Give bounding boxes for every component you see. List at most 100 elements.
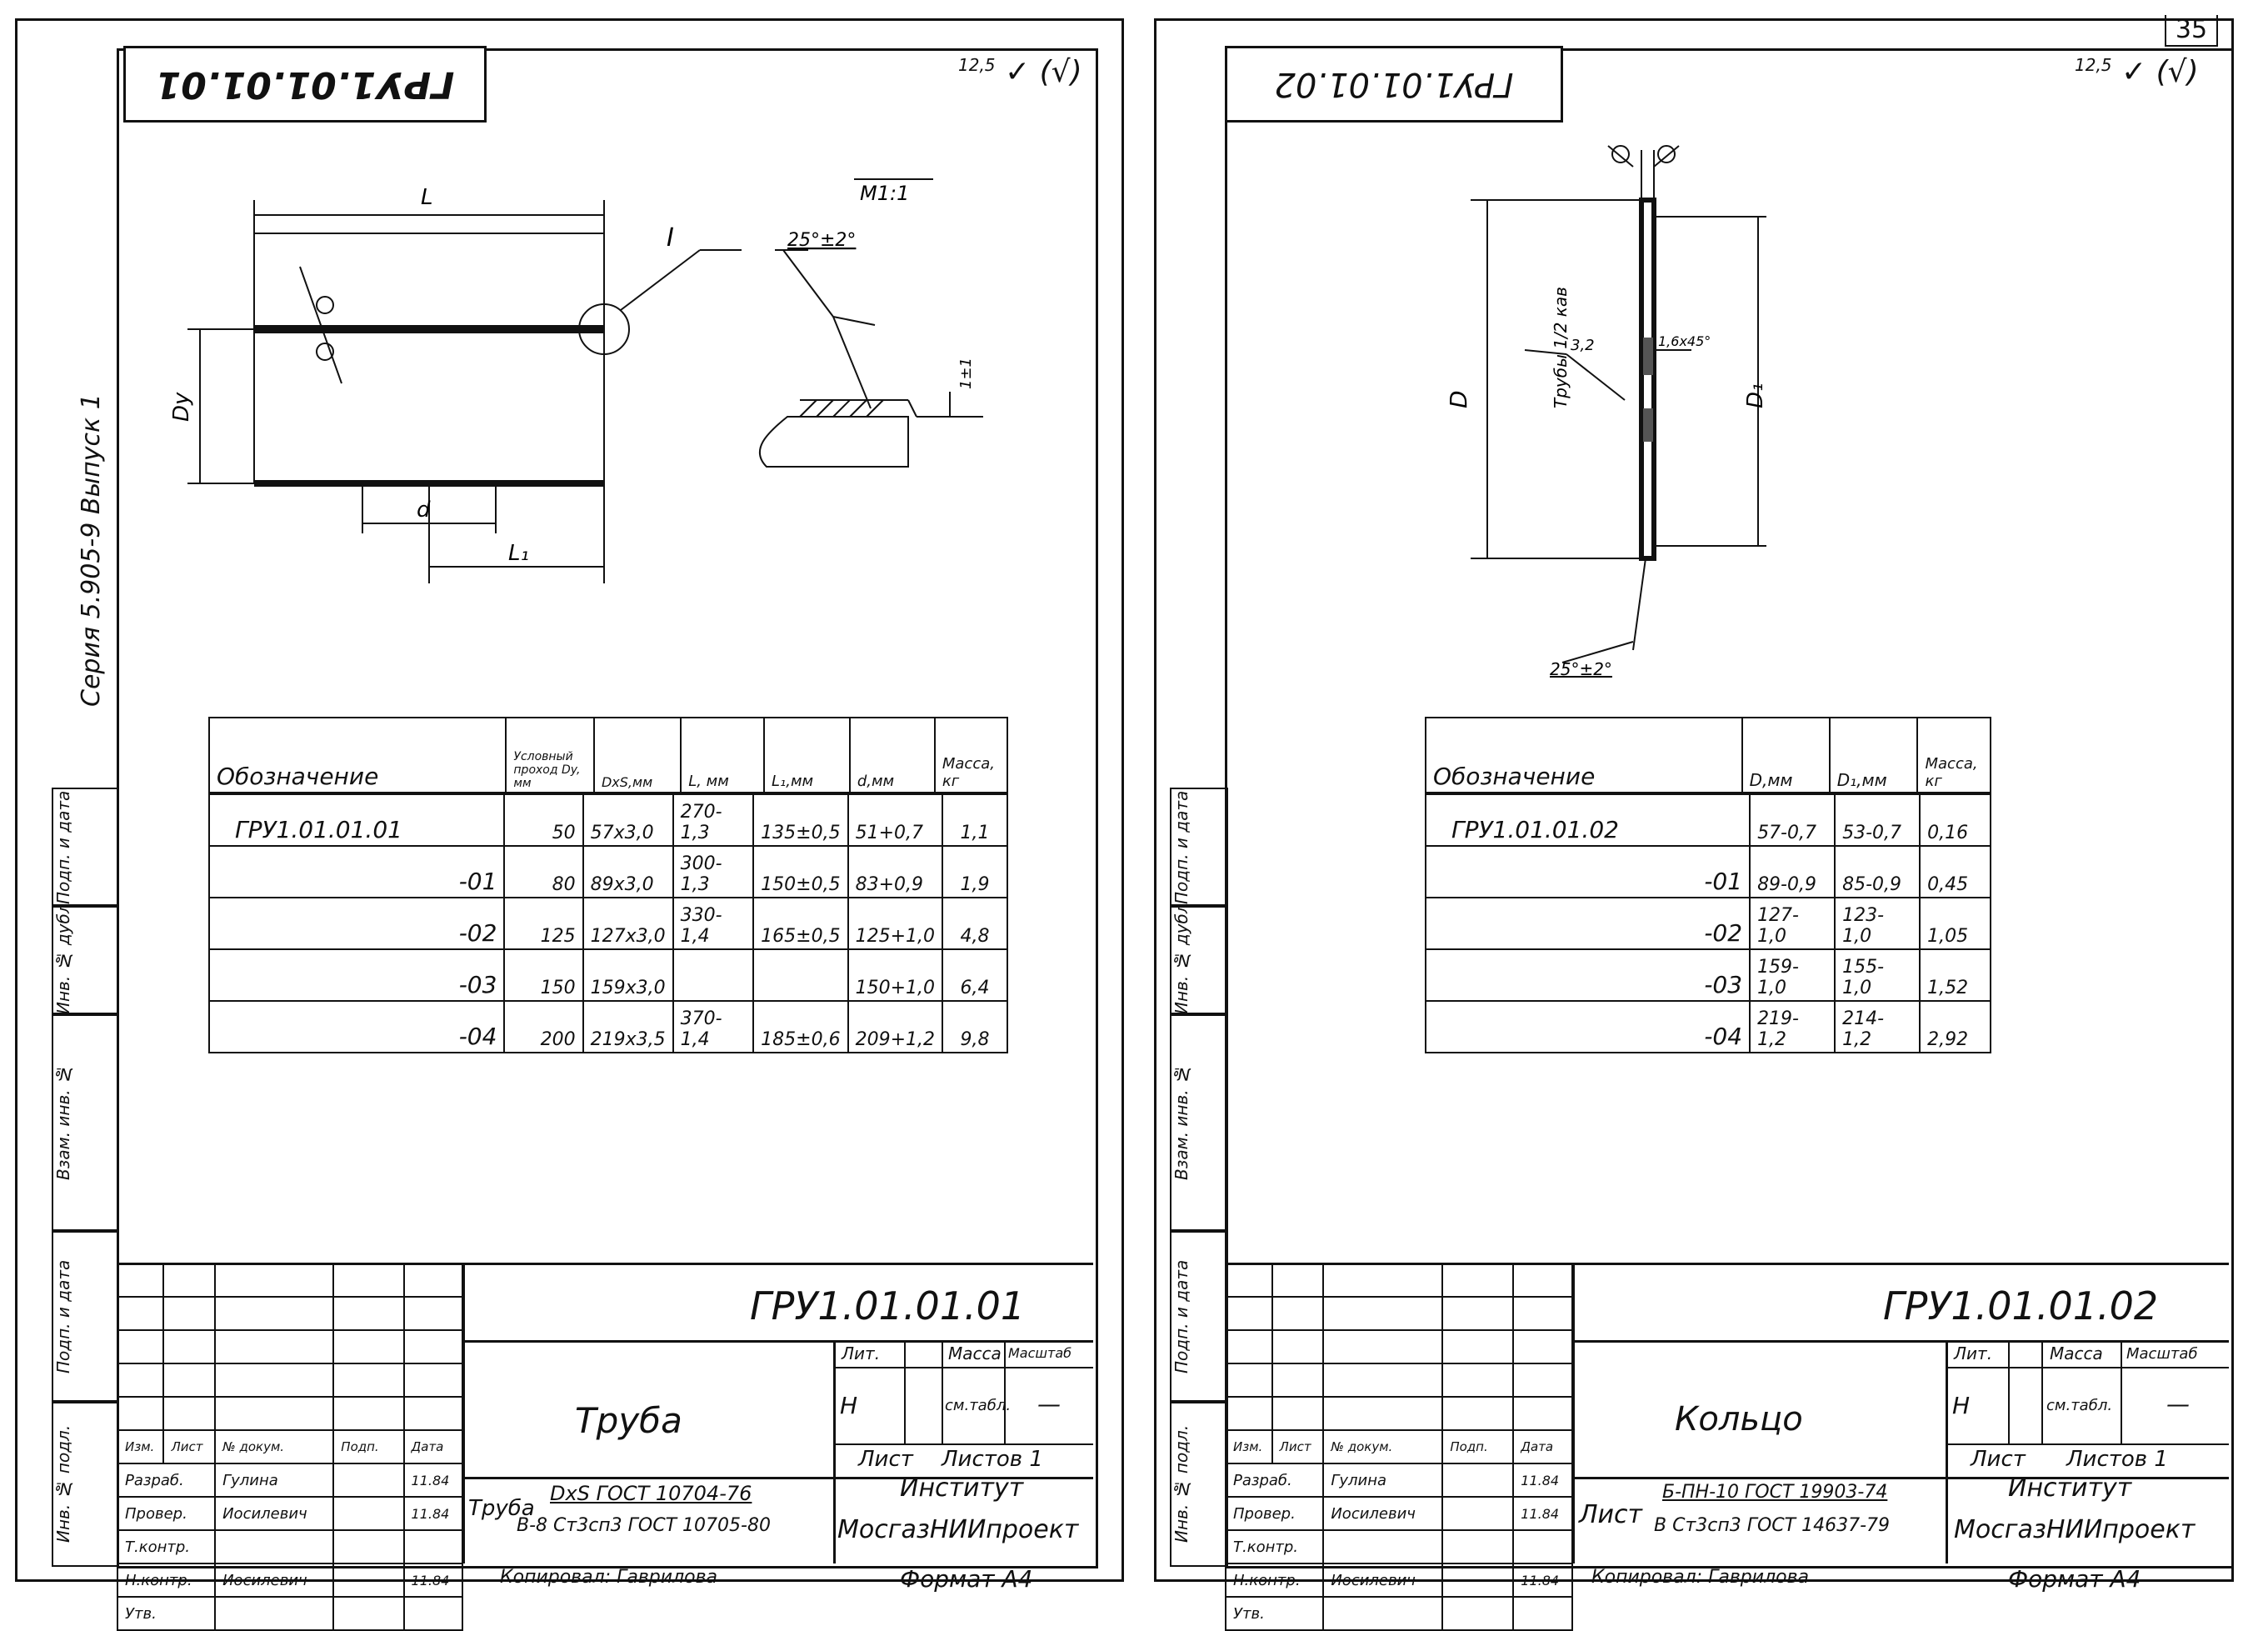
dim-d: d (417, 498, 431, 523)
table-cell: 125+1,0 (847, 897, 944, 950)
dim-L: L (421, 185, 433, 210)
role-cell: Утв. (1224, 1596, 1325, 1631)
signature-blank-row (116, 1263, 464, 1298)
signature-blank-row (1225, 1296, 1573, 1331)
signature-cell (1271, 1296, 1325, 1331)
col-header: Масса, кг (1916, 717, 1991, 793)
designation-cell: -03 (1424, 948, 1751, 1002)
person-cell (214, 1596, 335, 1631)
designation-cell: -04 (1424, 1000, 1751, 1053)
signature-cell (1512, 1263, 1573, 1298)
signature-cell (1512, 1329, 1573, 1364)
left-spec-table: Обозначение Условный проход Dy, мм DxS,м… (207, 717, 1009, 793)
dim-D: D (1445, 390, 1472, 408)
designation-cell: ГРУ1.01.01.01 (207, 793, 506, 847)
signature-cell (402, 1263, 464, 1298)
table-cell: 300-1,3 (672, 845, 755, 898)
ring-section (1639, 198, 1656, 561)
signature-cell (332, 1263, 405, 1298)
signature-header-cell: Изм. (116, 1429, 165, 1464)
sign-cell (332, 1596, 405, 1631)
callout-I: I (667, 223, 674, 253)
angle-label: 25°±2° (1550, 659, 1612, 679)
table-cell: 159x3,0 (582, 948, 674, 1002)
signature-header-cell: № докум. (1322, 1429, 1444, 1464)
signature-blank-row (1225, 1363, 1573, 1398)
signature-header-cell: Дата (402, 1429, 464, 1464)
col-header: DxS,мм (592, 717, 682, 793)
person-cell: Иосилевич (214, 1496, 335, 1531)
signature-cell (1512, 1296, 1573, 1331)
signature-cell (162, 1329, 217, 1364)
detail-scale: М1:1 (860, 182, 909, 205)
table-cell (752, 948, 849, 1002)
signature-cell (1271, 1363, 1325, 1398)
table-cell: 209+1,2 (847, 1000, 944, 1053)
sign-cell (1441, 1596, 1515, 1631)
role-cell: Н.контр. (1224, 1563, 1325, 1598)
left-roughness: 12,5 ✓ (√) (958, 55, 1082, 89)
right-format: Формат А4 (2008, 1565, 2141, 1593)
designation-cell: -02 (207, 897, 506, 950)
dim-32: 3,2 (1571, 337, 1595, 354)
sign-cell (332, 1496, 405, 1531)
sign-cell (332, 1563, 405, 1598)
signature-cell (332, 1296, 405, 1331)
left-tb-lit-label: Лит. (842, 1343, 881, 1363)
person-cell (214, 1529, 335, 1564)
table-cell: 6,4 (942, 948, 1008, 1002)
chamfer-label: 1,6x45° (1658, 333, 1711, 349)
person-cell: Иосилевич (1322, 1496, 1444, 1531)
date-cell (402, 1529, 464, 1564)
right-corner-code: ГРУ1.01.01.02 (1274, 65, 1514, 103)
dim-D1: D₁ (1743, 383, 1768, 408)
side-cell: Взам. инв. № (52, 1013, 118, 1233)
sign-cell (332, 1463, 405, 1498)
table-cell: 57x3,0 (582, 793, 674, 847)
table-cell: 330-1,4 (672, 897, 755, 950)
side-cell: Инв. № дубл. (52, 904, 118, 1016)
sign-cell (1441, 1463, 1515, 1498)
signature-cell (1441, 1296, 1515, 1331)
side-cell: Подп. и дата (52, 1229, 118, 1403)
table-cell: 89x3,0 (582, 845, 674, 898)
signature-cell (116, 1329, 165, 1364)
left-corner-code-box: ГРУ1.01.01.01 (123, 46, 487, 123)
signature-cell (162, 1263, 217, 1298)
date-cell: 11.84 (1512, 1463, 1573, 1498)
table-cell: 1,1 (942, 793, 1008, 847)
designation-cell: ГРУ1.01.01.02 (1424, 793, 1751, 847)
signature-cell (116, 1363, 165, 1398)
roughness-check-icon: ✓ (2121, 55, 2147, 89)
right-spec-table: Обозначение D,мм D₁,мм Масса, кг (1425, 717, 1991, 793)
col-header: Обозначение (207, 717, 507, 793)
role-cell: Т.контр. (116, 1529, 217, 1564)
right-tb-mass-value: см.табл. (2046, 1397, 2113, 1414)
signature-header-cell: Подп. (332, 1429, 405, 1464)
role-cell: Разраб. (1224, 1463, 1325, 1498)
right-tb-sheet: Лист (1971, 1447, 2026, 1472)
signature-blank-row (1225, 1329, 1573, 1364)
date-cell (1512, 1529, 1573, 1564)
signature-cell (1225, 1396, 1273, 1431)
left-copied-by: Копировал: Гаврилова (500, 1567, 718, 1588)
signature-cell (214, 1296, 335, 1331)
left-tb-material2: В-8 Ст3сп3 ГОСТ 10705-80 (517, 1515, 771, 1536)
table-cell: 80 (503, 845, 584, 898)
designation-cell: -03 (207, 948, 506, 1002)
table-cell: 83+0,9 (847, 845, 944, 898)
signature-cell (214, 1363, 335, 1398)
table-cell: 155-1,0 (1834, 948, 1921, 1002)
table-cell: 57-0,7 (1749, 793, 1836, 847)
